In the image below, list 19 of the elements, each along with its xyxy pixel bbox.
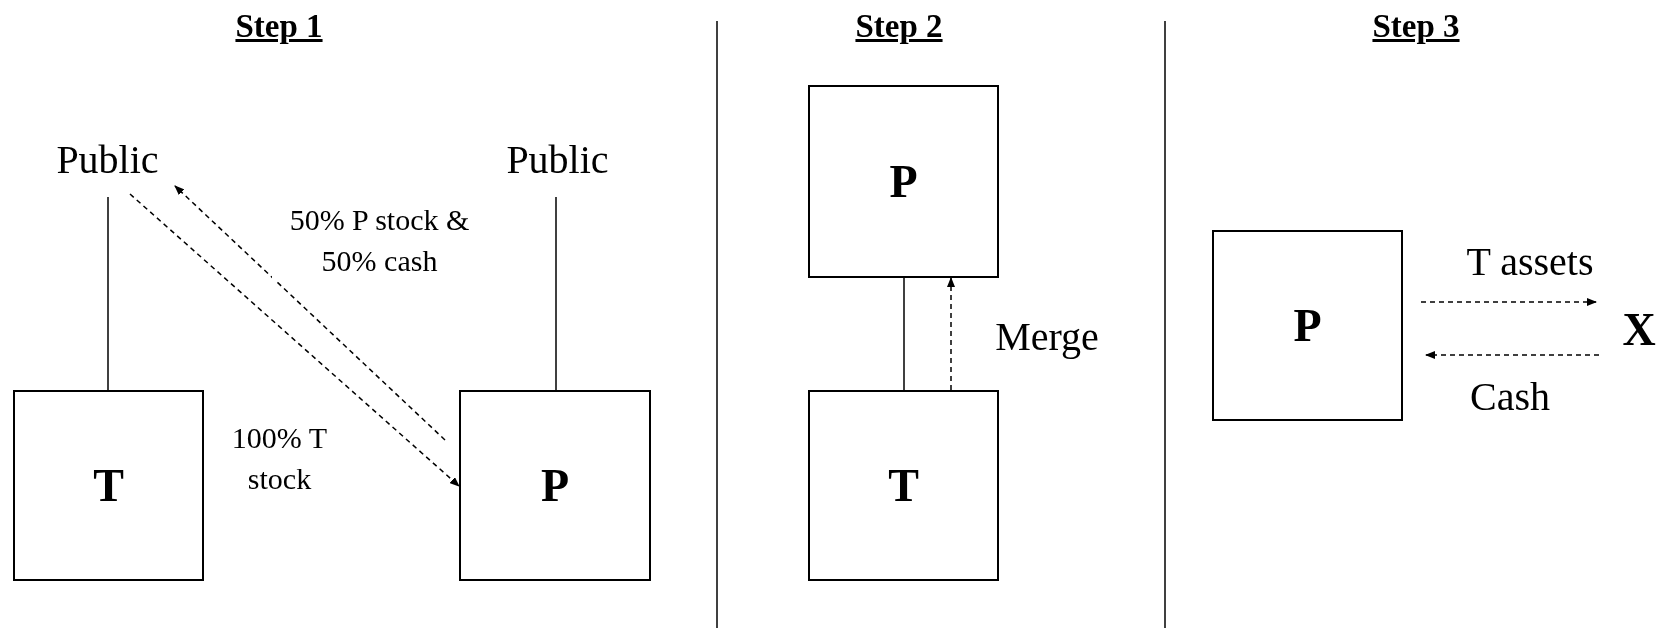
step-heading: Step 2 — [855, 8, 943, 45]
entity-box: P — [1212, 230, 1403, 421]
entity-box: T — [808, 390, 999, 581]
connector-line — [555, 196, 557, 391]
dashed-arrow — [947, 277, 955, 391]
step-heading: Step 3 — [1372, 8, 1460, 45]
connector-line — [107, 196, 109, 391]
dashed-arrow — [174, 185, 446, 441]
party-label: Public — [490, 135, 625, 183]
entity-box: P — [459, 390, 651, 581]
entity-box: T — [13, 390, 204, 581]
step-heading: Step 1 — [235, 8, 323, 45]
party-label: X — [1615, 305, 1663, 353]
entity-box: P — [808, 85, 999, 278]
dashed-arrow — [1420, 298, 1597, 306]
connector-line — [903, 277, 905, 391]
dashed-arrow — [1425, 351, 1600, 359]
party-label: Public — [40, 135, 175, 183]
dashed-arrow — [129, 193, 460, 487]
